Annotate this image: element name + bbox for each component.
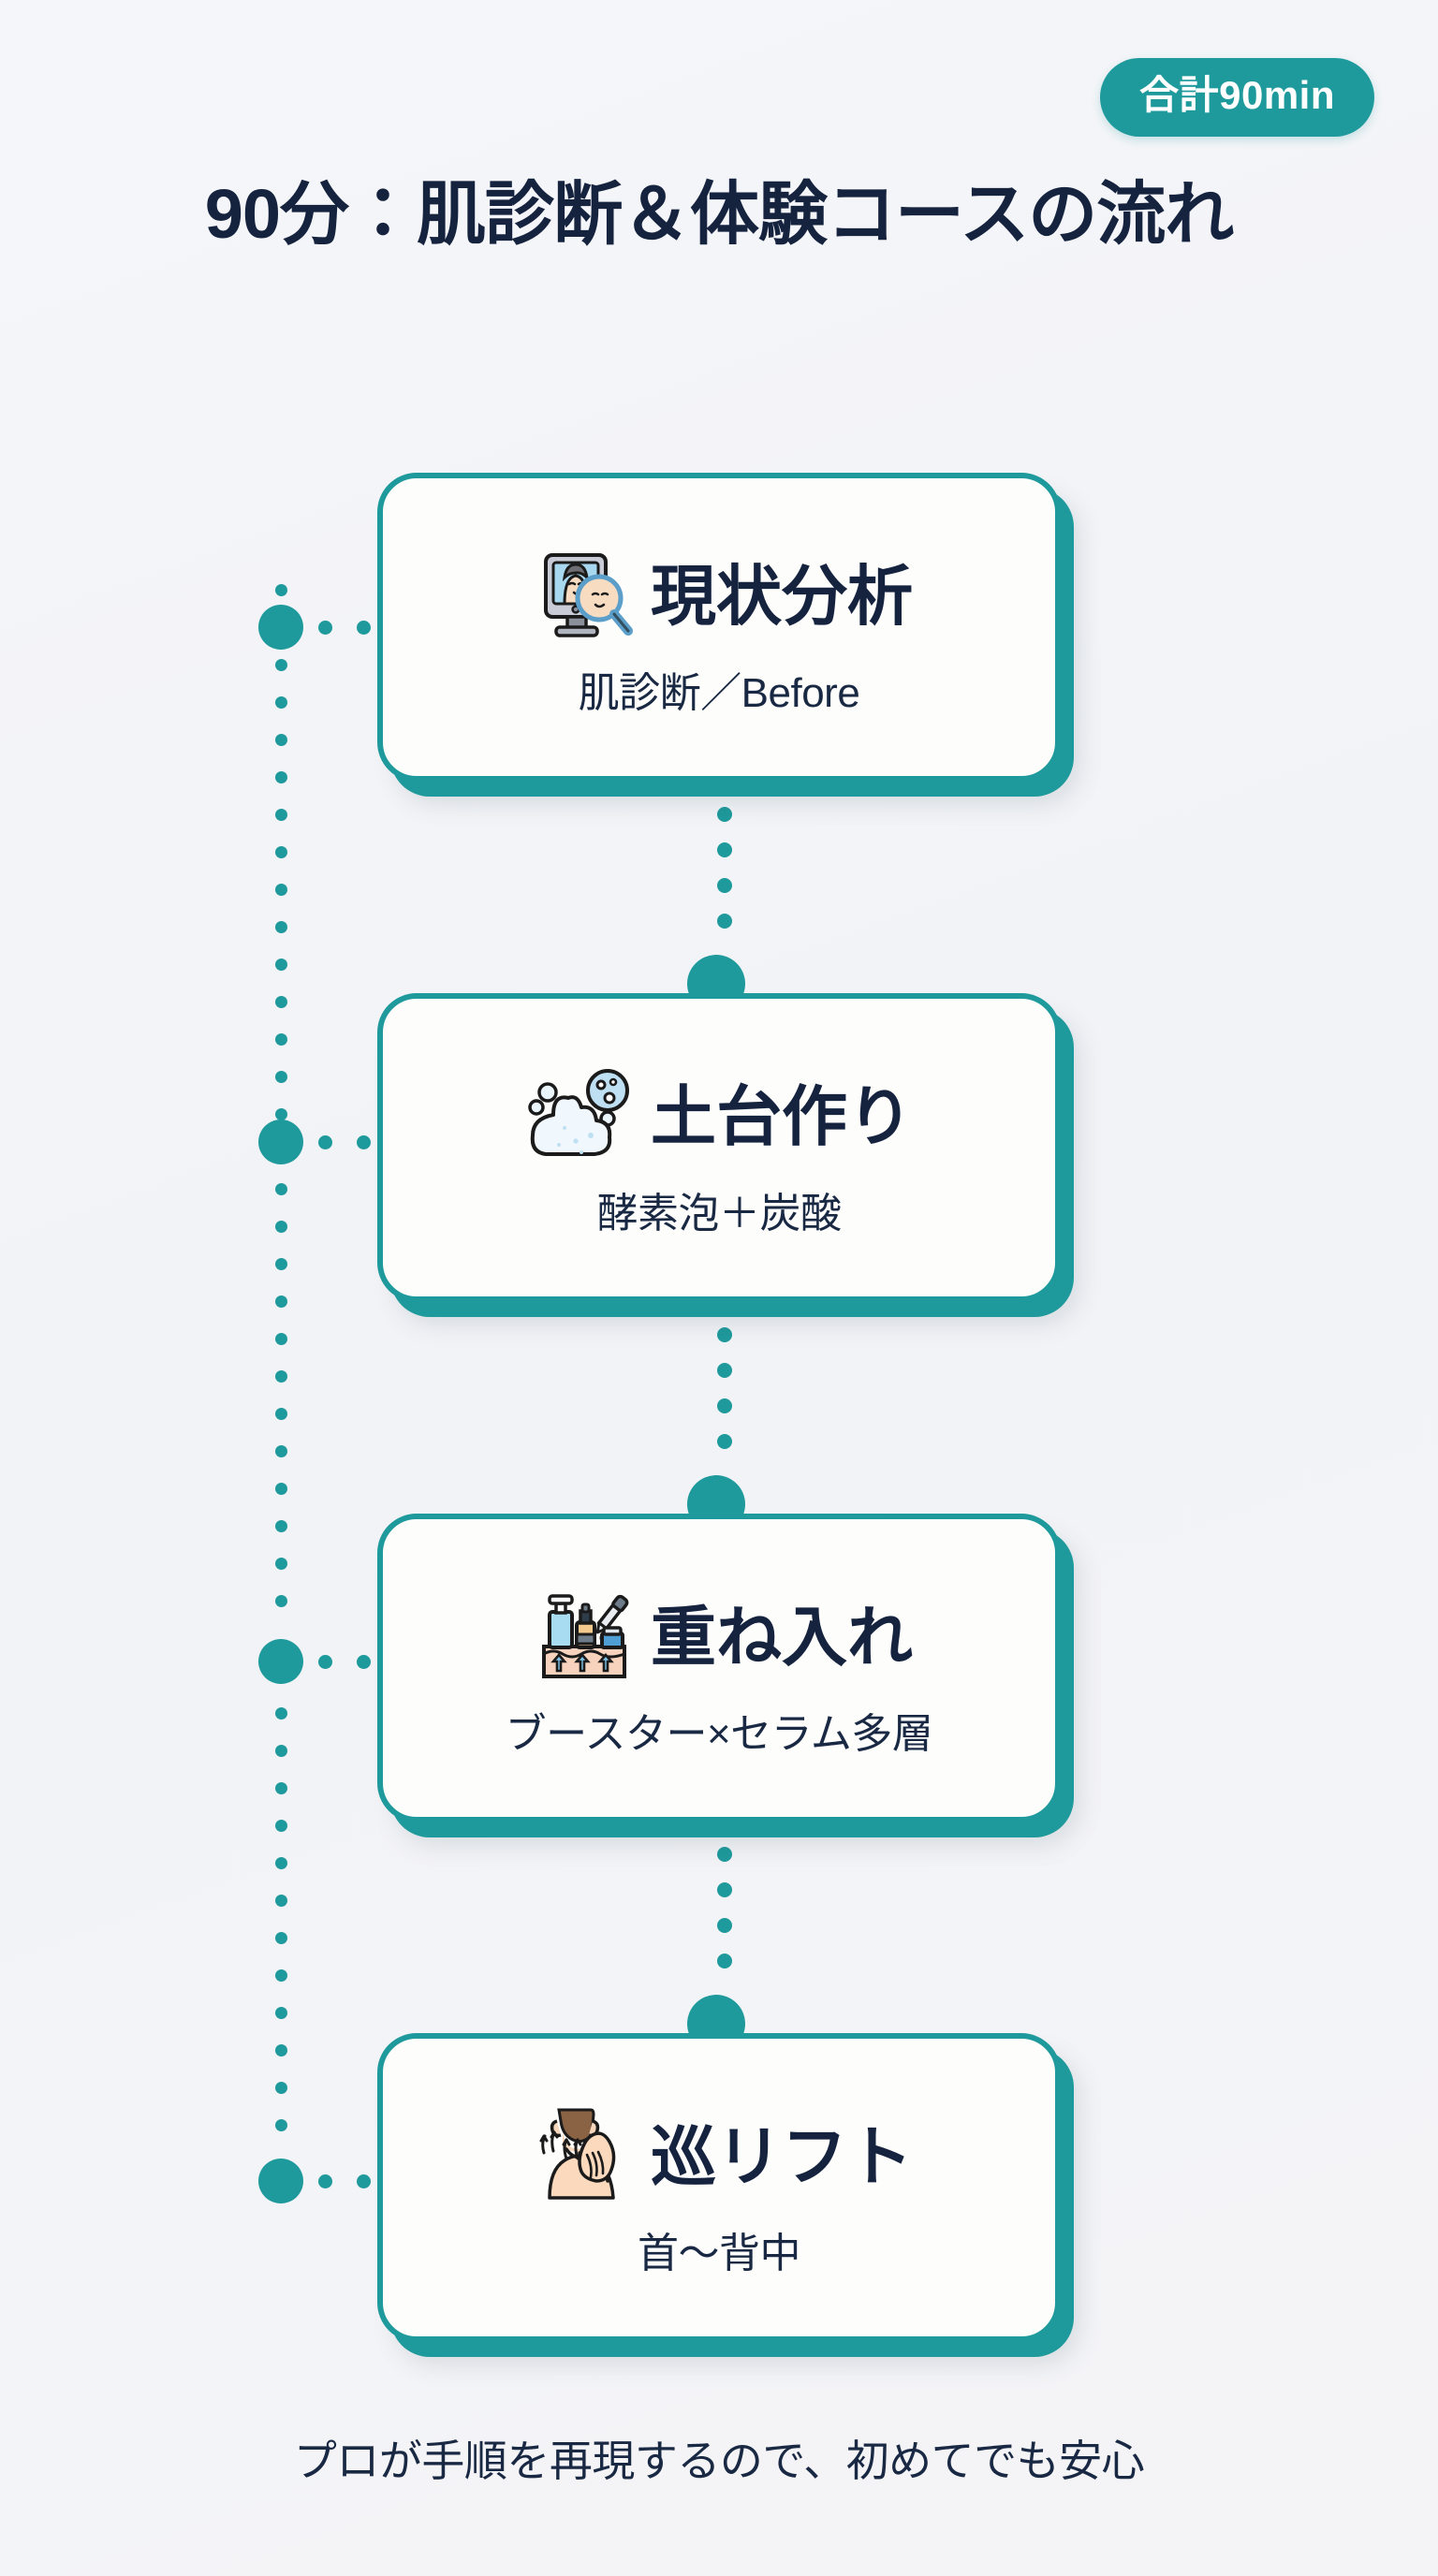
branch-dot <box>357 621 371 635</box>
connector-dot <box>717 1327 732 1342</box>
connector-dot <box>717 1434 732 1449</box>
foam-bubbles-icon <box>525 1061 638 1173</box>
rail-dot <box>275 696 287 709</box>
rail-dot <box>275 1558 287 1570</box>
rail-dot <box>275 1932 287 1944</box>
rail-dot <box>275 734 287 746</box>
serum-layering-icon <box>525 1581 638 1693</box>
rail-node-step-4 <box>258 2159 303 2203</box>
rail-dot <box>275 2082 287 2094</box>
rail-dot <box>275 1033 287 1046</box>
branch-dot <box>357 1135 371 1149</box>
connector-dot <box>717 842 732 857</box>
rail-dot <box>275 1183 287 1195</box>
rail-node-step-1 <box>258 605 303 650</box>
step-card-1[interactable]: 現状分析 肌診断／Before <box>377 473 1061 782</box>
step-card-3-subtitle: ブースター×セラム多層 <box>505 1711 933 1757</box>
rail-dot <box>275 771 287 783</box>
rail-dot <box>275 884 287 896</box>
branch-dot <box>357 1655 371 1669</box>
connector-dot <box>717 1847 732 1862</box>
rail-dot <box>275 846 287 858</box>
rail-dot <box>275 996 287 1008</box>
rail-dot <box>275 1295 287 1308</box>
connector-dot <box>717 1363 732 1378</box>
total-duration-badge: 合計90min <box>1100 58 1374 137</box>
rail-dot <box>275 921 287 933</box>
rail-dot <box>275 1595 287 1607</box>
rail-dot <box>275 1408 287 1420</box>
rail-dot <box>275 959 287 971</box>
rail-dot <box>275 1445 287 1457</box>
branch-dot <box>318 1135 332 1149</box>
rail-dot <box>275 659 287 671</box>
rail-dot <box>275 1707 287 1720</box>
branch-dot <box>318 1655 332 1669</box>
branch-dot <box>357 2174 371 2188</box>
step-card-3-main: 重ね入れ <box>383 1581 1055 1693</box>
rail-dot <box>275 1969 287 1982</box>
rail-dot <box>275 1108 287 1120</box>
card-connector-3-4 <box>716 1847 733 2006</box>
step-card-2[interactable]: 土台作り 酵素泡＋炭酸 <box>377 993 1061 1302</box>
card-connector-2-3 <box>716 1327 733 1486</box>
rail-dot <box>275 1483 287 1495</box>
branch-dot <box>318 2174 332 2188</box>
rail-dot <box>275 1221 287 1233</box>
neck-shoulder-massage-icon <box>525 2100 638 2213</box>
step-card-1-subtitle: 肌診断／Before <box>578 670 860 716</box>
rail-dot <box>275 2119 287 2131</box>
step-card-1-title: 現状分析 <box>651 560 913 633</box>
rail-node-step-2 <box>258 1120 303 1164</box>
rail-dot <box>275 1258 287 1270</box>
connector-dot <box>717 1954 732 1969</box>
rail-dot <box>275 1520 287 1532</box>
rail-dot <box>275 1782 287 1794</box>
rail-dot <box>275 1895 287 1907</box>
branch-dot <box>318 621 332 635</box>
footer-note: プロが手順を再現するので、初めてでも安心 <box>293 2437 1145 2485</box>
step-card-2-main: 土台作り <box>383 1061 1055 1173</box>
rail-dot <box>275 2007 287 2019</box>
connector-dot <box>717 914 732 929</box>
rail-dot <box>275 1745 287 1757</box>
rail-dot <box>275 1857 287 1869</box>
rail-dot <box>275 1071 287 1083</box>
connector-dot <box>717 1918 732 1933</box>
rail-dot <box>275 2044 287 2056</box>
skin-analysis-monitor-icon <box>525 540 638 652</box>
connector-dot <box>717 807 732 822</box>
step-card-3-title: 重ね入れ <box>651 1601 913 1674</box>
rail-dot <box>275 1333 287 1345</box>
timeline-rail <box>258 584 303 2203</box>
step-card-3[interactable]: 重ね入れ ブースター×セラム多層 <box>377 1514 1061 1822</box>
step-card-2-subtitle: 酵素泡＋炭酸 <box>596 1191 843 1237</box>
connector-dot <box>717 1882 732 1897</box>
rail-dot <box>275 809 287 821</box>
connector-dot <box>717 1398 732 1413</box>
step-card-4-main: 巡リフト <box>383 2100 1055 2213</box>
step-card-4[interactable]: 巡リフト 首〜背中 <box>377 2033 1061 2342</box>
rail-dot <box>275 1370 287 1383</box>
card-connector-1-2 <box>716 807 733 966</box>
rail-node-step-3 <box>258 1639 303 1684</box>
step-card-4-subtitle: 首〜背中 <box>638 2231 801 2276</box>
page-title: 90分：肌診断＆体験コースの流れ <box>204 175 1235 253</box>
rail-dot <box>275 584 287 596</box>
rail-dot <box>275 1820 287 1832</box>
connector-dot <box>717 878 732 893</box>
step-card-2-title: 土台作り <box>651 1080 913 1153</box>
step-card-1-main: 現状分析 <box>383 540 1055 652</box>
step-card-4-title: 巡リフト <box>651 2120 913 2193</box>
